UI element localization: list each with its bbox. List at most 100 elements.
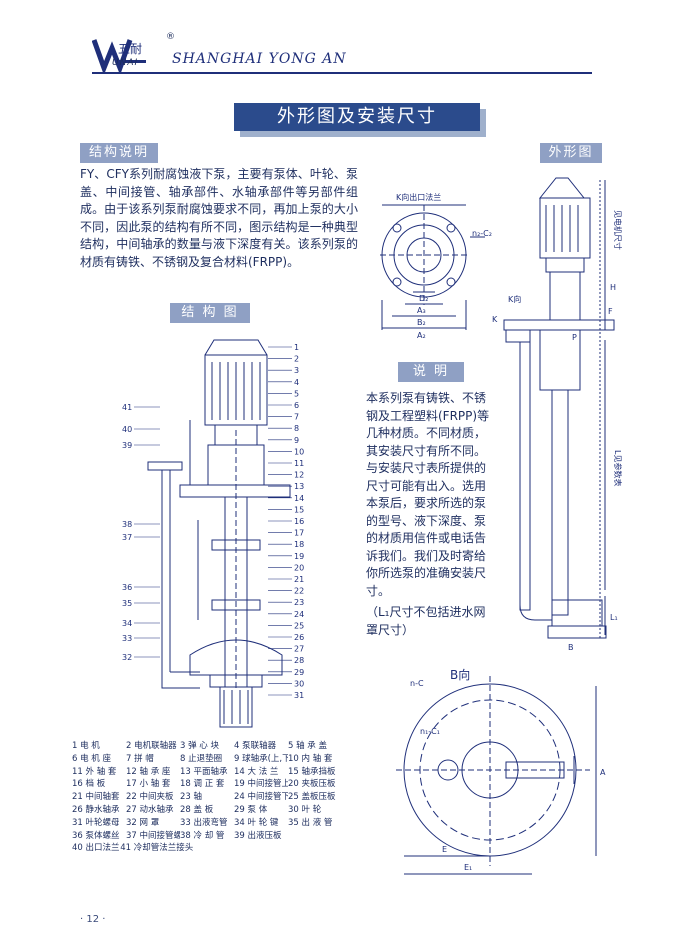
callout-number: 3 xyxy=(294,366,299,375)
part-entry: 5 轴 承 盖 xyxy=(288,741,328,751)
company-logo xyxy=(92,39,146,74)
callout-number: 19 xyxy=(294,552,304,561)
callout-number: 10 xyxy=(294,447,304,456)
k-flange-view xyxy=(380,204,485,330)
callout-number: 16 xyxy=(294,517,304,526)
part-entry: 12 轴 承 座 xyxy=(126,766,171,777)
k-label: K xyxy=(492,315,498,324)
b-view-title: B向 xyxy=(450,668,471,682)
f-label: F xyxy=(608,307,613,316)
structure-description: FY、CFY系列耐腐蚀液下泵，主要有泵体、叶轮、泵盖、中间接管、轴承部件、水轴承… xyxy=(80,167,358,269)
e-label: E xyxy=(442,845,447,854)
callout-number: 8 xyxy=(294,424,299,433)
nc-label: n-C xyxy=(410,679,424,688)
callout-number: 2 xyxy=(294,355,299,364)
callout-number: 1 xyxy=(294,343,299,352)
part-entry: 10 内 轴 套 xyxy=(288,753,333,764)
part-entry: 23 轴 xyxy=(180,792,203,803)
callout-number: 28 xyxy=(294,656,304,665)
part-entry: 16 档 板 xyxy=(72,779,106,790)
callout-number: 11 xyxy=(294,459,304,468)
b2-label: B₂ xyxy=(417,318,426,327)
part-entry: 40 出口法兰 xyxy=(72,843,120,854)
part-entry: 33 出液弯管 xyxy=(180,817,228,828)
part-entry: 32 网 罩 xyxy=(126,817,160,828)
callout-number: 32 xyxy=(122,653,132,662)
a2-label: A₂ xyxy=(417,331,426,340)
part-entry: 7 拼 帽 xyxy=(126,753,154,764)
logo-letters: UNAI xyxy=(112,58,139,68)
a3-label: A₃ xyxy=(417,306,426,315)
callout-number: 40 xyxy=(122,425,132,434)
callout-number: 36 xyxy=(122,583,132,592)
structure-description-tag: 结构说明 xyxy=(80,143,158,163)
callout-number: 7 xyxy=(294,413,299,422)
part-entry: 3 弹 心 块 xyxy=(180,741,220,751)
p-label: P xyxy=(572,333,577,342)
callout-number: 17 xyxy=(294,529,304,538)
callout-number: 20 xyxy=(294,563,304,572)
brand-cn: 五耐 xyxy=(118,42,143,56)
part-entry: 13 平面轴承 xyxy=(180,766,228,777)
callout-number: 25 xyxy=(294,621,304,630)
callout-number: 34 xyxy=(122,619,132,628)
page-number: · 12 · xyxy=(80,914,106,925)
b-view xyxy=(396,676,597,875)
outline-drawing-tag: 外形图 xyxy=(540,143,602,163)
note-paragraph: 本系列泵有铸铁、不锈钢及工程塑料(FRPP)等几种材质。不同材质，其安装尺寸有所… xyxy=(366,391,490,598)
k-dir-label: K向 xyxy=(508,294,521,304)
callout-number: 24 xyxy=(294,610,304,619)
part-entry: 20 夹板压板 xyxy=(288,779,336,790)
part-entry: 6 电 机 座 xyxy=(72,753,112,764)
outline-drawing xyxy=(503,177,615,640)
b-arrow-label: B xyxy=(568,643,574,652)
e1-label: E₁ xyxy=(464,863,472,872)
callout-number: 21 xyxy=(294,575,304,584)
page-title: 外形图及安装尺寸 xyxy=(234,103,480,131)
part-entry: 21 中间轴套 xyxy=(72,792,120,803)
part-entry: 41 冷却管法兰接头 xyxy=(120,843,194,854)
part-entry xyxy=(324,842,372,855)
callout-number: 14 xyxy=(294,494,304,503)
l-depth-label: L见参数表 xyxy=(613,450,623,486)
part-entry: 4 泵联轴器 xyxy=(234,741,277,751)
part-entry: 28 盖 板 xyxy=(180,804,214,815)
part-entry: 19 中间接管上 xyxy=(234,779,288,790)
part-entry: 35 出 液 管 xyxy=(288,817,333,828)
callout-number: 27 xyxy=(294,645,304,654)
callout-number: 18 xyxy=(294,540,304,549)
callout-number: 9 xyxy=(294,436,299,445)
part-entry: 11 外 轴 套 xyxy=(72,766,117,777)
callout-number: 15 xyxy=(294,505,304,514)
part-entry: 26 静水轴承 xyxy=(72,804,120,815)
part-entry: 18 调 正 套 xyxy=(180,779,225,790)
part-entry: 14 大 法 兰 xyxy=(234,766,279,777)
part-entry: 15 轴承挡板 xyxy=(288,766,336,777)
h-label: H xyxy=(610,283,616,292)
part-entry: 37 中间接管螺丝 xyxy=(126,830,180,841)
callout-number: 37 xyxy=(122,533,132,542)
part-entry xyxy=(288,830,342,843)
callout-number: 22 xyxy=(294,587,304,596)
k-view-label: K向出口法兰 xyxy=(396,192,441,202)
callout-number: 39 xyxy=(122,441,132,450)
header-rule xyxy=(92,72,592,74)
part-entry: 17 小 轴 套 xyxy=(126,779,171,790)
structure-drawing-tag: 结 构 图 xyxy=(170,303,250,323)
registered-mark: ® xyxy=(166,32,175,42)
part-entry: 34 叶 轮 键 xyxy=(234,817,279,828)
callout-number: 26 xyxy=(294,633,304,642)
callout-number: 23 xyxy=(294,598,304,607)
part-entry xyxy=(276,842,324,855)
n2c2-label: n₂-C₂ xyxy=(472,229,492,238)
callout-number: 12 xyxy=(294,471,304,480)
